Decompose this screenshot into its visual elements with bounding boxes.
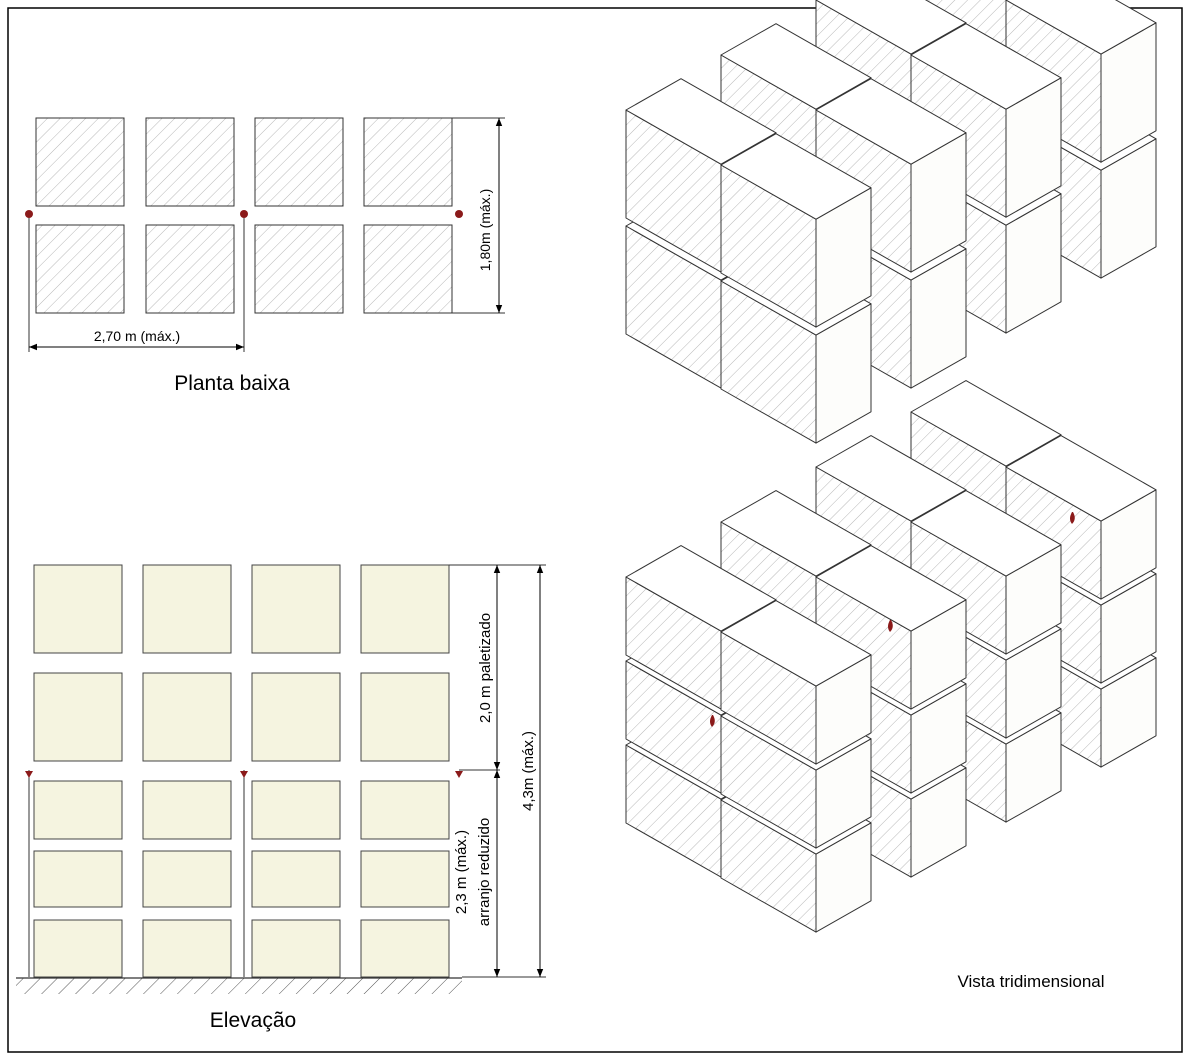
iso-box-top-face xyxy=(625,78,777,165)
iso-box-top-face xyxy=(720,600,872,687)
ground-line xyxy=(16,977,462,994)
iso-box-top-face xyxy=(815,435,967,522)
sprinkler-icon xyxy=(240,210,248,218)
elevation-box xyxy=(33,850,123,908)
iso-box-top-face xyxy=(815,78,967,165)
sprinkler-icon xyxy=(240,771,248,778)
elevation-sprinklers xyxy=(25,769,500,977)
iso-box-top-face xyxy=(720,133,872,220)
palletized-dim-label: 2,0 m paletizado xyxy=(477,613,494,723)
iso-box-top-face xyxy=(625,545,777,632)
reduced-dim-label-line2: arranjo reduzido xyxy=(476,818,493,926)
plan-title: Planta baixa xyxy=(174,372,290,395)
iso-box-top-face xyxy=(1005,435,1157,522)
iso-box-top-face xyxy=(815,545,967,632)
iso-box-top-face xyxy=(1005,0,1157,55)
elevation-box xyxy=(360,919,450,978)
iso-box-top-face xyxy=(720,23,872,110)
plan-boxes xyxy=(35,117,453,314)
iso-title: Vista tridimensional xyxy=(957,972,1104,991)
elevation-box xyxy=(251,672,341,762)
elevation-box xyxy=(251,850,341,908)
elevation-box xyxy=(142,780,232,840)
elevation-box xyxy=(251,564,341,654)
elevation-box xyxy=(33,919,123,978)
iso-box-top-face xyxy=(910,380,1062,467)
sprinkler-icon xyxy=(455,771,463,778)
plan-width-dimension: 2,70 m (máx.) xyxy=(29,328,244,351)
elevation-dimensions: 2,0 m paletizado 2,3 m (máx.) arranjo re… xyxy=(449,564,546,978)
sprinkler-icon xyxy=(455,210,463,218)
elevation-box xyxy=(33,564,123,654)
elevation-box xyxy=(251,780,341,840)
plan-box xyxy=(254,117,344,207)
plan-box xyxy=(363,117,453,207)
sprinkler-icon xyxy=(25,210,33,218)
plan-box xyxy=(145,224,235,314)
elevation-box xyxy=(251,919,341,978)
plan-box xyxy=(254,224,344,314)
plan-height-dimension: 1,80m (máx.) xyxy=(452,117,505,314)
elevation-view: 2,0 m paletizado 2,3 m (máx.) arranjo re… xyxy=(16,564,546,1032)
plan-box xyxy=(35,224,125,314)
total-dim-label: 4,3m (máx.) xyxy=(520,731,537,811)
iso-view-reduced xyxy=(625,380,1157,933)
sprinkler-icon xyxy=(1070,512,1075,524)
elevation-box xyxy=(142,850,232,908)
sprinkler-icon xyxy=(710,715,715,727)
reduced-dim-label-line1: 2,3 m (máx.) xyxy=(453,830,470,914)
plan-box xyxy=(145,117,235,207)
elevation-box xyxy=(360,564,450,654)
sprinkler-icon xyxy=(25,771,33,778)
elevation-boxes xyxy=(33,564,450,978)
elevation-title: Elevação xyxy=(210,1009,296,1032)
elevation-box xyxy=(142,919,232,978)
iso-box-top-face xyxy=(720,490,872,577)
sprinkler-icon xyxy=(888,620,893,632)
elevation-box xyxy=(360,672,450,762)
iso-sprinklers xyxy=(710,512,1075,727)
plan-box xyxy=(363,224,453,314)
plan-height-label: 1,80m (máx.) xyxy=(477,189,493,271)
iso-box-top-face xyxy=(815,0,967,55)
elevation-box xyxy=(360,850,450,908)
elevation-box xyxy=(142,672,232,762)
plan-box xyxy=(35,117,125,207)
elevation-box xyxy=(33,780,123,840)
plan-sprinklers xyxy=(25,210,463,352)
elevation-box xyxy=(142,564,232,654)
iso-view-full-height xyxy=(625,0,1157,444)
plan-view: 2,70 m (máx.) 1,80m (máx.) Planta baixa xyxy=(25,117,505,395)
iso-box-top-face xyxy=(910,23,1062,110)
drawing-border xyxy=(7,7,1183,1053)
elevation-box xyxy=(360,780,450,840)
elevation-box xyxy=(33,672,123,762)
plan-width-label: 2,70 m (máx.) xyxy=(94,328,180,344)
iso-box-top-face xyxy=(910,490,1062,577)
